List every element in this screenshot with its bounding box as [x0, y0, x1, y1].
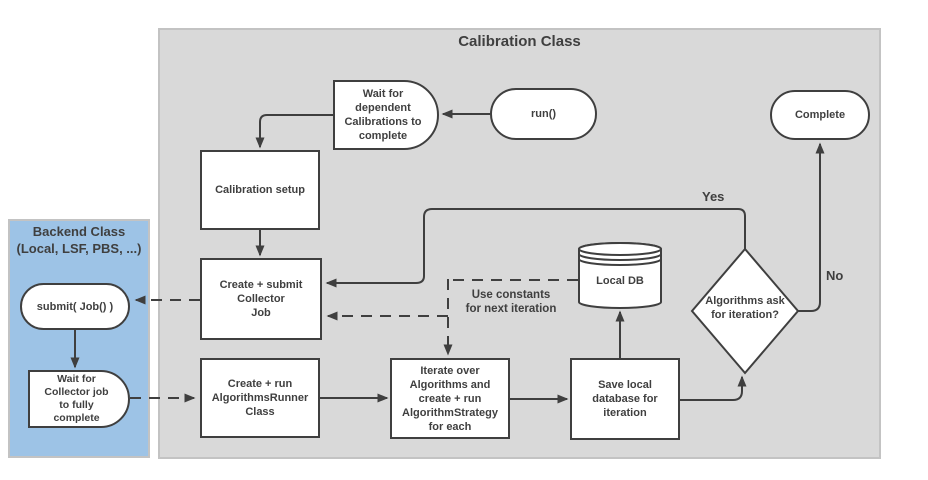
backend-class-title: Backend Class (Local, LSF, PBS, ...)	[16, 224, 142, 256]
edge-decision-no-to-complete	[798, 142, 825, 312]
submit-job-step: submit( Job() )	[20, 283, 130, 330]
run-terminator: run()	[490, 88, 597, 140]
use-constants-edge-label: Use constants for next iteration	[465, 289, 557, 315]
wait-collector-job-step: Wait for Collector job to fully complete	[28, 370, 130, 428]
decision-label: Algorithms ask for iteration?	[705, 295, 785, 321]
save-local-database-step: Save local database for iteration	[570, 358, 680, 440]
edge-save-database-to-decision	[680, 375, 747, 401]
no-edge-label: No	[826, 268, 844, 283]
yes-edge-label: Yes	[702, 189, 725, 204]
local-db-label: Local DB	[596, 275, 644, 287]
wait-dependent-calibrations-step: Wait for dependent Calibrations to compl…	[333, 80, 439, 150]
decision-diamond	[690, 247, 800, 375]
local-db-cylinder	[578, 242, 662, 309]
calibration-class-title: Calibration Class	[458, 33, 581, 50]
local-db-top-ellipse	[578, 242, 662, 256]
edge-decision-yes-to-collector-job	[325, 208, 746, 288]
edge-wait-dependent-to-calibration-setup	[255, 114, 333, 149]
create-submit-collector-job-step: Create + submit Collector Job	[200, 258, 322, 340]
complete-terminator: Complete	[770, 90, 870, 140]
iterate-algorithms-step: Iterate over Algorithms and create + run…	[390, 358, 510, 439]
local-db-disk-line-2	[578, 258, 662, 266]
calibration-setup-step: Calibration setup	[200, 150, 320, 230]
local-db-disk-line-1	[578, 253, 662, 261]
create-run-algorithms-runner-step: Create + run AlgorithmsRunner Class	[200, 358, 320, 438]
